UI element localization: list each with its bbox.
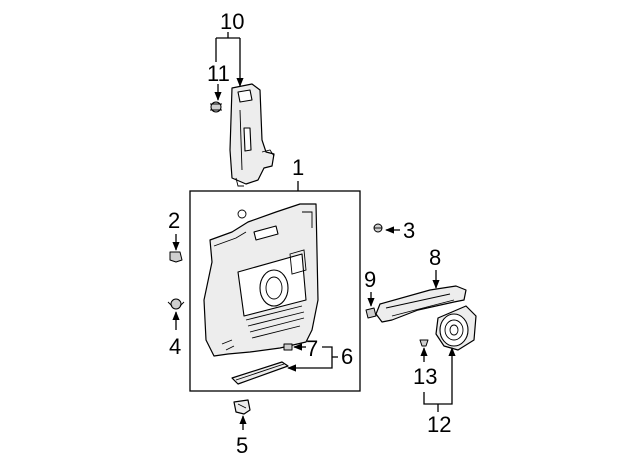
clip-part-11[interactable] (210, 101, 222, 113)
leader-bracket-6 (322, 346, 333, 369)
callout-9: 9 (364, 267, 376, 292)
callout-10: 10 (220, 9, 244, 34)
speaker-bezel-part-12[interactable] (435, 305, 477, 351)
clip-part-5[interactable] (233, 399, 251, 415)
callout-12: 12 (427, 412, 451, 437)
door-panel-trim[interactable] (203, 203, 319, 357)
callout-8: 8 (429, 245, 441, 270)
clip-part-2[interactable] (169, 251, 183, 263)
scuff-strip-part-6[interactable] (231, 361, 289, 385)
grab-handle-part-8[interactable] (375, 285, 467, 323)
screw-part-7[interactable] (283, 343, 293, 351)
callout-2: 2 (168, 208, 180, 233)
callout-7: 7 (306, 336, 318, 361)
pillar-trim-part-10[interactable] (229, 83, 275, 187)
callout-1: 1 (292, 155, 304, 180)
screw-part-3[interactable] (373, 223, 383, 233)
assembly-box-part-1 (189, 190, 361, 392)
callout-5: 5 (236, 433, 248, 458)
callout-6: 6 (341, 344, 353, 369)
callout-4: 4 (169, 334, 181, 359)
cap-part-9[interactable] (365, 307, 377, 319)
callout-11: 11 (207, 61, 230, 86)
callout-3: 3 (403, 218, 415, 243)
screw-part-13[interactable] (419, 339, 429, 347)
push-clip-part-4[interactable] (167, 298, 185, 310)
callout-13: 13 (413, 364, 437, 389)
